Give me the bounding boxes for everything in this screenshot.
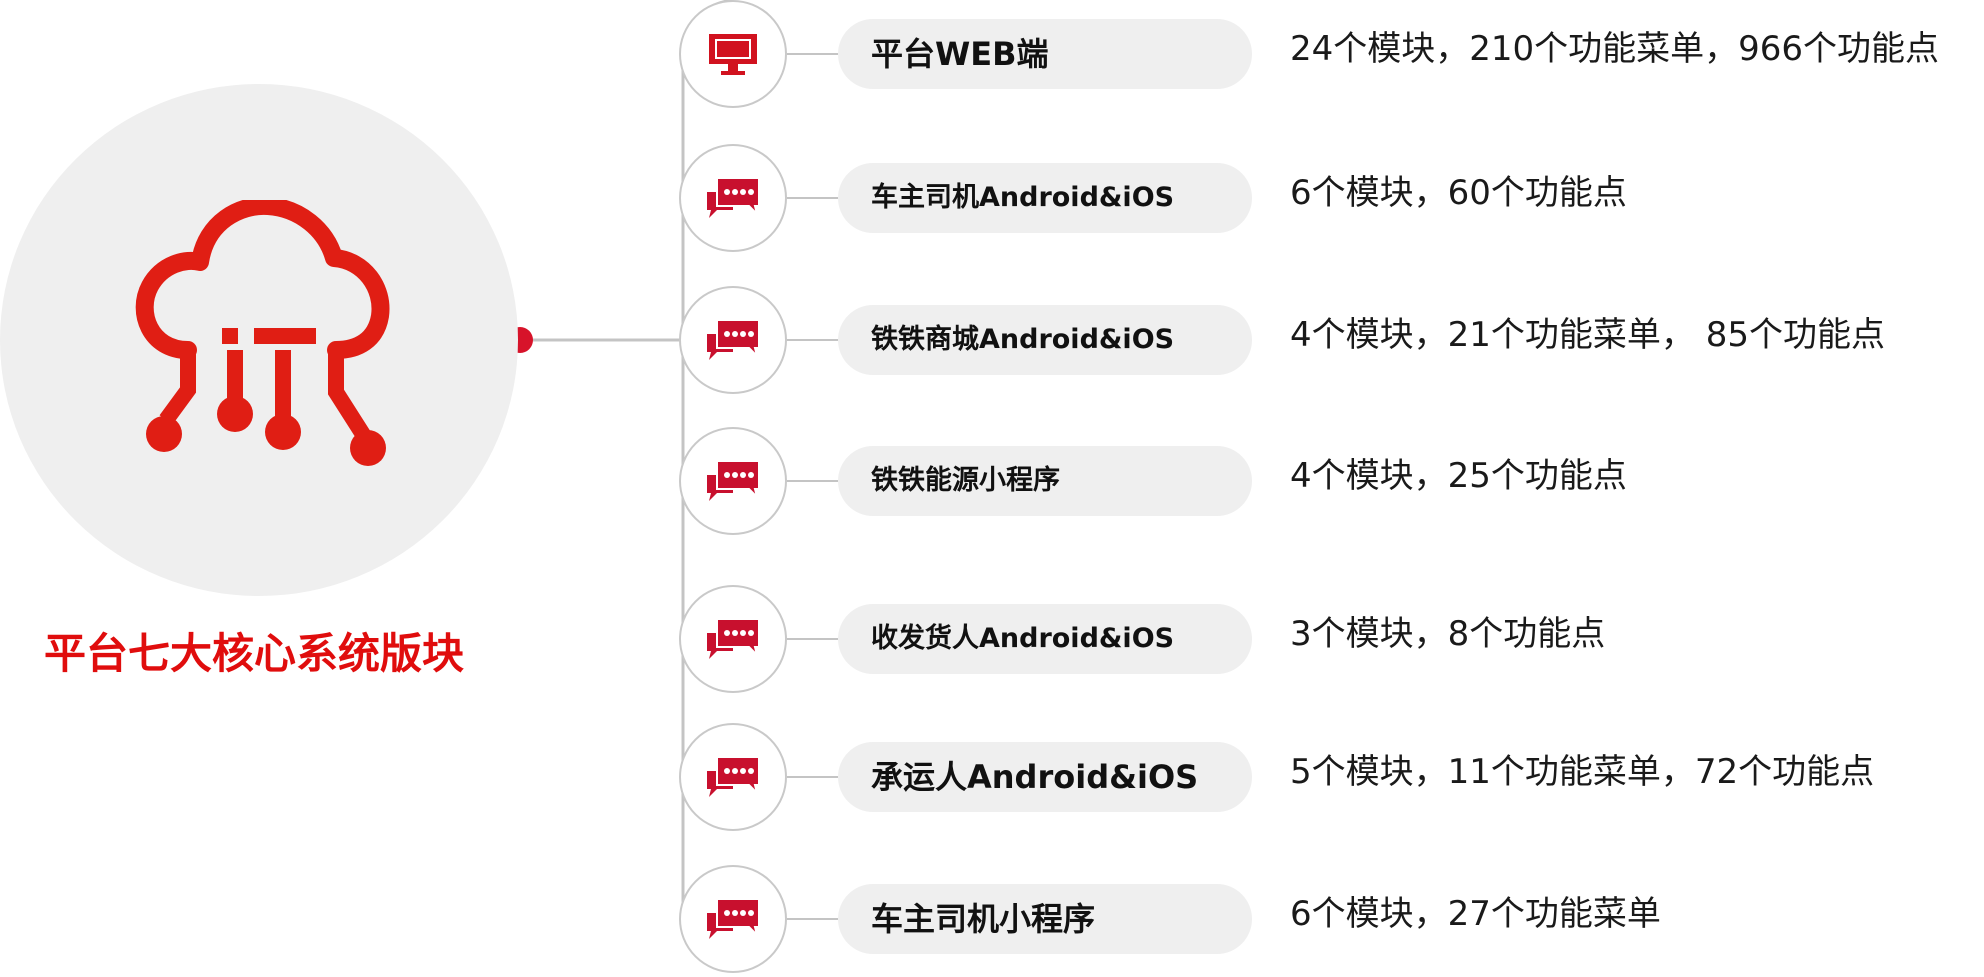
module-label-pill: 平台WEB端 bbox=[838, 19, 1252, 89]
module-label: 收发货人Android&iOS bbox=[871, 623, 1175, 654]
module-icon-ring bbox=[679, 723, 787, 831]
chat-bubbles-icon bbox=[707, 460, 760, 501]
hub-title: 平台七大核心系统版块 bbox=[44, 629, 465, 678]
module-label-pill: 车主司机Android&iOS bbox=[838, 163, 1252, 233]
module-label: 铁铁能源小程序 bbox=[871, 465, 1060, 496]
chat-bubbles-icon bbox=[707, 618, 760, 659]
module-stats: 5个模块，11个功能菜单，72个功能点 bbox=[1290, 752, 1875, 792]
module-label: 车主司机小程序 bbox=[871, 900, 1096, 938]
module-row-driver-miniapp: 车主司机小程序 6个模块，27个功能菜单 bbox=[0, 865, 1984, 977]
module-label-pill: 铁铁商城Android&iOS bbox=[838, 305, 1252, 375]
module-row-web: 平台WEB端 24个模块，210个功能菜单，966个功能点 bbox=[0, 0, 1984, 112]
module-label-pill: 承运人Android&iOS bbox=[838, 742, 1252, 812]
module-label: 平台WEB端 bbox=[871, 35, 1049, 73]
module-label: 铁铁商城Android&iOS bbox=[871, 324, 1175, 355]
module-label-pill: 铁铁能源小程序 bbox=[838, 446, 1252, 516]
cloud-network-icon bbox=[135, 200, 390, 466]
module-stats: 4个模块，25个功能点 bbox=[1290, 456, 1627, 496]
module-row-mall-app: 铁铁商城Android&iOS 4个模块，21个功能菜单， 85个功能点 bbox=[0, 286, 1984, 398]
module-row-shipper-app: 收发货人Android&iOS 3个模块，8个功能点 bbox=[0, 585, 1984, 697]
chat-bubbles-icon bbox=[707, 177, 760, 218]
module-label-pill: 车主司机小程序 bbox=[838, 884, 1252, 954]
module-label: 承运人Android&iOS bbox=[871, 758, 1199, 796]
module-row-driver-app: 车主司机Android&iOS 6个模块，60个功能点 bbox=[0, 144, 1984, 256]
chat-bubbles-icon bbox=[707, 898, 760, 939]
module-icon-ring bbox=[679, 0, 787, 108]
module-stats: 3个模块，8个功能点 bbox=[1290, 614, 1606, 654]
module-stats: 24个模块，210个功能菜单，966个功能点 bbox=[1290, 29, 1940, 69]
module-label: 车主司机Android&iOS bbox=[871, 182, 1175, 213]
module-icon-ring bbox=[679, 427, 787, 535]
module-stats: 4个模块，21个功能菜单， 85个功能点 bbox=[1290, 315, 1885, 355]
module-icon-ring bbox=[679, 585, 787, 693]
module-row-carrier-app: 承运人Android&iOS 5个模块，11个功能菜单，72个功能点 bbox=[0, 723, 1984, 835]
module-stats: 6个模块，60个功能点 bbox=[1290, 173, 1627, 213]
chat-bubbles-icon bbox=[707, 756, 760, 797]
chat-bubbles-icon bbox=[707, 319, 760, 360]
module-stats: 6个模块，27个功能菜单 bbox=[1290, 894, 1661, 934]
module-row-energy-miniapp: 铁铁能源小程序 4个模块，25个功能点 bbox=[0, 427, 1984, 539]
module-icon-ring bbox=[679, 865, 787, 973]
module-icon-ring bbox=[679, 144, 787, 252]
module-label-pill: 收发货人Android&iOS bbox=[838, 604, 1252, 674]
module-icon-ring bbox=[679, 286, 787, 394]
monitor-icon bbox=[709, 34, 757, 75]
